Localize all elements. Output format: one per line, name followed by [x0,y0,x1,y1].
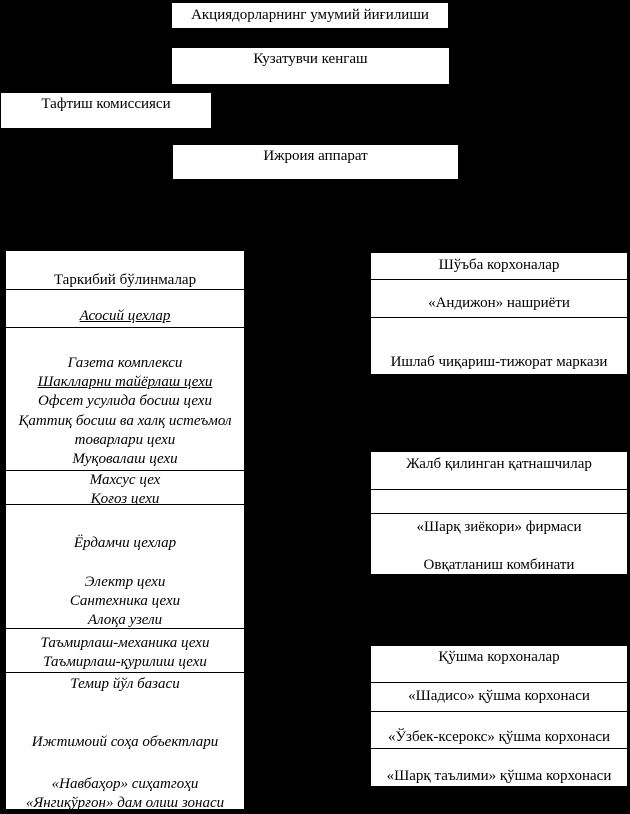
list-item: товарлари цехи [74,431,176,448]
list-item: «Шарқ зиёкори» фирмаси [416,519,582,535]
subsidiaries-box: Шўъба корхоналар «Андижон» нашриёти Ишла… [370,252,628,375]
empty-cell [371,490,627,514]
list-item: Қоғоз цехи [6,490,244,505]
list-item: Таъмирлаш-механика цехи [40,635,210,651]
list-item: Шаклларни тайёрлаш цехи [6,373,244,392]
section-special-shops: Махсус цех Қоғоз цехи [6,471,244,505]
attracted-participants-box: Жалб қилинган қатнашчилар «Шарқ зиёкори»… [370,451,628,575]
spacer-row [6,515,244,534]
list-item: Қаттиқ босиш ва халқ истеъмол [18,412,232,429]
spacer-row [371,537,627,556]
node-audit-commission: Тафтиш комиссияси [0,92,212,129]
node-label: Тафтиш комиссияси [41,96,171,112]
section-structural-divisions-header: Таркибий бўлинмалар [6,251,244,290]
section-joint-ventures-header: Қўшма корхоналар [371,646,627,683]
list-item: Электр цехи [84,573,166,590]
participant-items: «Шарқ зиёкори» фирмаси Овқатланиш комбин… [371,514,627,574]
section-title: Жалб қилинган қатнашчилар [406,456,592,472]
node-label: Акциядорларнинг умумий йиғилиши [191,7,429,23]
section-auxiliary-shops: Ёрдамчи цехлар Электр цехи Сантехника це… [6,505,244,629]
section-participants-header: Жалб қилинган қатнашчилар [371,452,627,490]
list-item: Сантехника цехи [69,592,181,609]
list-item: Овқатланиш комбинати [423,557,575,574]
list-item: Муқовалаш цехи [72,451,178,468]
joint-ventures-box: Қўшма корхоналар «Шадисо» қўшма корхонас… [370,645,628,787]
subsidiary-item: «Андижон» нашриёти [371,280,627,318]
underlined-text: Асосий цехлар [79,308,171,324]
node-label: Кузатувчи кенгаш [253,51,368,67]
section-title: Қўшма корхоналар [438,649,560,665]
list-item: «Навбаҳор» сиҳатгоҳи [51,775,199,792]
section-main-shops: Газета комплекси Шаклларни тайёрлаш цехи… [6,328,244,471]
section-repair-shops: Таъмирлаш-механика цехи Таъмирлаш-қурили… [6,629,244,673]
joint-venture-item: «Шарқ таълими» қўшма корхонаси [371,749,627,786]
underlined-text: Шаклларни тайёрлаш цехи [37,374,213,391]
list-item: «Янгиқўрғон» дам олиш зонаси [25,794,225,810]
spacer-row [6,713,244,732]
section-title: Асосий цехлар [6,307,244,326]
list-item: Ишлаб чиқариш-тижорат маркази [390,354,608,370]
list-item: «Шарқ таълими» қўшма корхонаси [386,768,612,784]
section-subsidiaries-header: Шўъба корхоналар [371,253,627,280]
node-supervisory-board: Кузатувчи кенгаш [171,47,450,85]
list-item: Таъмирлаш-қурилиш цехи [43,654,207,671]
subsidiary-item: Ишлаб чиқариш-тижорат маркази [371,318,627,372]
list-item: «Андижон» нашриёти [428,295,570,311]
joint-venture-item: «Ўзбек-ксерокс» қўшма корхонаси [371,712,627,749]
list-item: Махсус цех [89,472,161,488]
spacer-row [6,553,244,572]
section-other-facilities: Темир йўл базаси Ижтимоий соҳа объектлар… [6,673,244,810]
section-title: Таркибий бўлинмалар [53,272,197,288]
node-executive-staff: Ижроия аппарат [172,144,459,180]
section-title: Ёрдамчи цехлар [73,535,177,552]
list-item: Темир йўл базаси [70,676,180,692]
list-item: Алоқа узели [87,611,163,628]
list-item: Ижтимоий соҳа объектлари [31,733,219,750]
list-item: «Ўзбек-ксерокс» қўшма корхонаси [387,729,611,745]
spacer-row [6,694,244,713]
structural-divisions-panel: Таркибий бўлинмалар Асосий цехлар Газета… [5,250,245,810]
spacer-row [6,752,244,775]
list-item: Газета комплекси [67,355,183,371]
section-title: Шўъба корхоналар [438,257,560,273]
list-item: «Шадисо» қўшма корхонаси [408,688,590,704]
section-main-shops-header: Асосий цехлар [6,290,244,328]
joint-venture-item: «Шадисо» қўшма корхонаси [371,683,627,712]
node-label: Ижроия аппарат [263,148,368,164]
list-item: Офсет усулида босиш цехи [38,393,212,410]
node-general-meeting: Акциядорларнинг умумий йиғилиши [171,2,449,29]
underlined-text: Қоғоз цехи [90,491,160,505]
